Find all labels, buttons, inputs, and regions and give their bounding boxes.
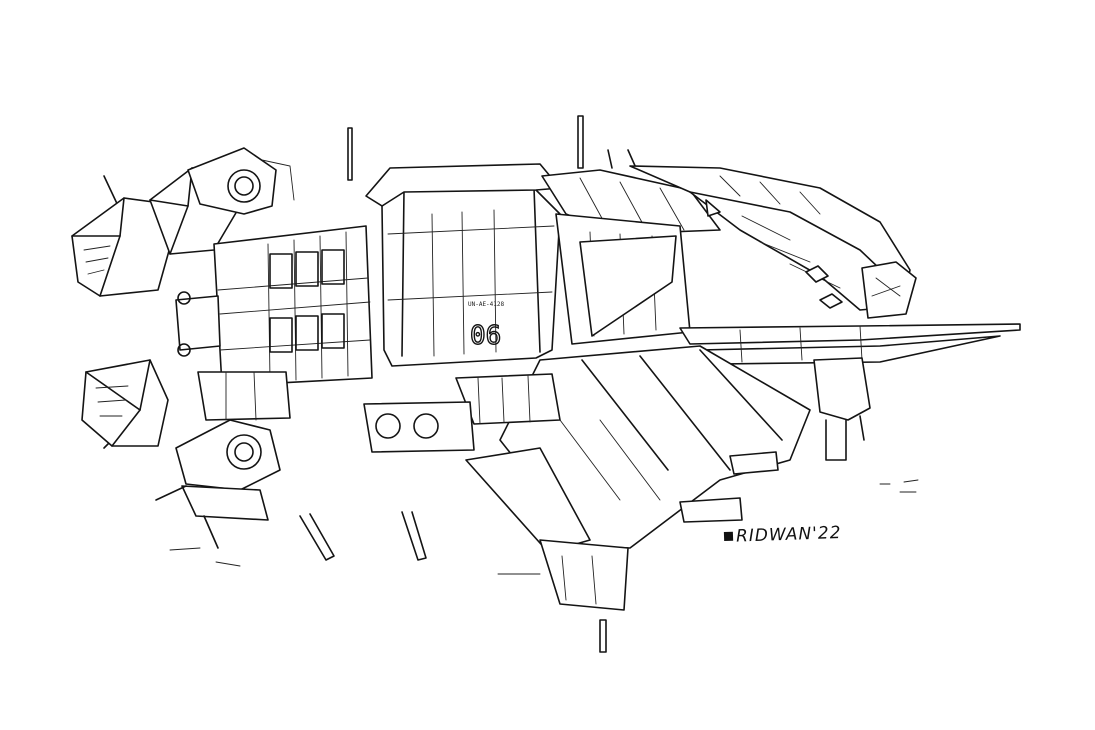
signature-mark-icon	[723, 531, 734, 542]
front-lower-hull	[169, 345, 811, 611]
upper-deck	[365, 163, 721, 345]
front-upper-hull	[629, 165, 917, 319]
central-hull: 06 UN-AE-4128	[381, 187, 561, 367]
signature-text: RIDWAN'22	[735, 522, 842, 547]
hull-label: UN-AE-4128	[468, 301, 505, 308]
hull-number: 06	[470, 321, 501, 351]
cargo-grid	[175, 225, 373, 421]
artist-signature: RIDWAN'22	[723, 522, 842, 547]
forward-spars	[679, 323, 1021, 493]
rear-upper-engine	[71, 147, 295, 297]
